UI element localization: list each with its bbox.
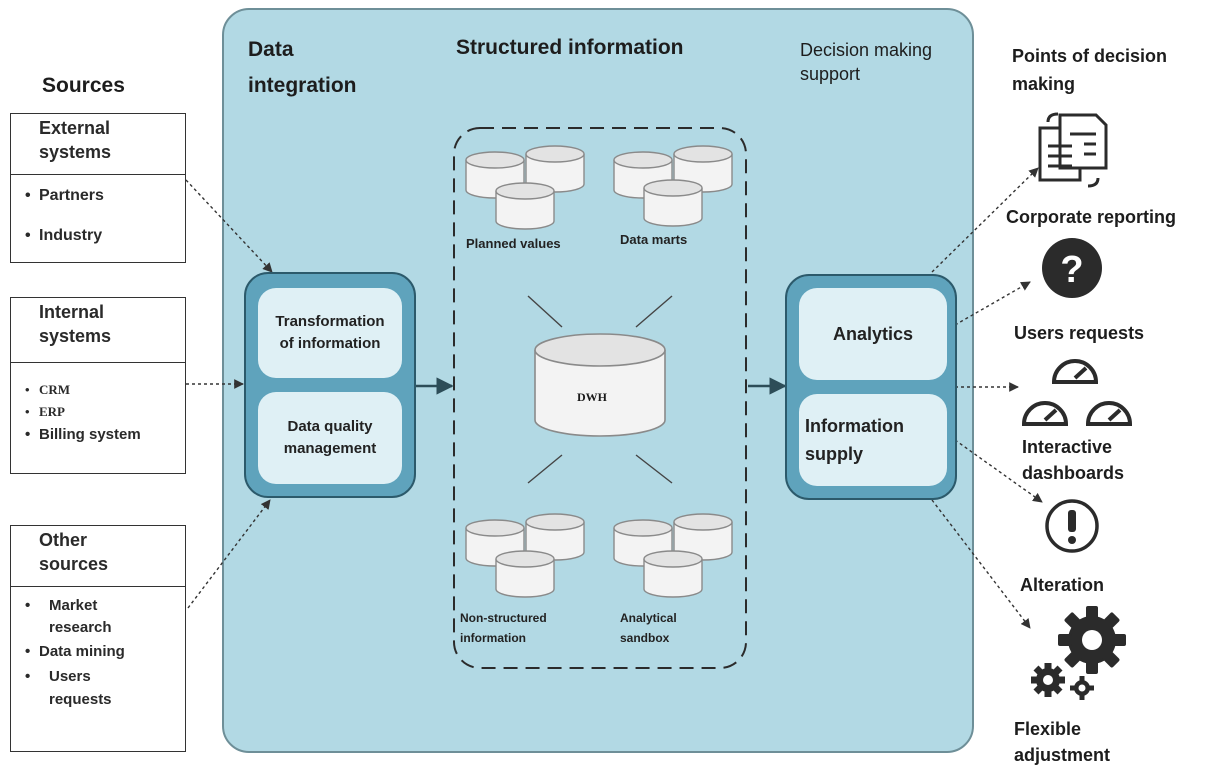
arrow-to-adjustment <box>931 499 1031 629</box>
internal-systems-box: Internal systems CRM ERP Billing system <box>10 297 186 474</box>
gauges-icon <box>1021 359 1133 426</box>
source-item-market-line2: research <box>49 619 112 636</box>
planned-values-label: Planned values <box>466 236 561 251</box>
information-supply-line2: supply <box>805 444 864 464</box>
sandbox-label: Analytical sandbox <box>620 608 677 648</box>
question-icon: ? <box>1042 238 1102 298</box>
source-item-partners: Partners <box>11 183 185 209</box>
integration-process-box: Transformation of information Data quali… <box>244 272 416 498</box>
integration-title-line1: Data <box>248 38 294 61</box>
external-title-line2: systems <box>39 142 112 162</box>
other-title-line2: sources <box>39 554 109 574</box>
documents-icon <box>1038 112 1108 188</box>
source-item-market: Market <box>11 595 185 617</box>
external-title-line1: External <box>39 118 111 138</box>
nonstructured-line1: Non-structured <box>460 611 547 625</box>
dwh-cylinder <box>534 333 666 437</box>
other-title-line1: Other <box>39 530 88 550</box>
arrow-to-requests <box>954 281 1031 326</box>
analytics-step: Analytics <box>799 288 947 380</box>
source-item-users-line2: requests <box>49 691 112 708</box>
transformation-line1: Transformation <box>275 313 385 330</box>
source-item-datamining: Data mining <box>11 639 185 665</box>
dwh-connectors <box>527 295 673 484</box>
decision-support-title: Decision making support <box>800 38 932 86</box>
structured-title: Structured information <box>456 36 684 59</box>
source-item-users: Users <box>11 665 185 689</box>
decision-support-line1: Decision making <box>800 40 933 60</box>
transformation-line2: of information <box>279 335 381 352</box>
dashboards-line2: dashboards <box>1022 463 1125 483</box>
alteration-label: Alteration <box>1020 575 1105 595</box>
outputs-title: Points of decision making <box>1012 42 1167 98</box>
flexible-label: Flexible adjustment <box>1014 716 1110 768</box>
sources-title: Sources <box>42 74 125 97</box>
outputs-title-line2: making <box>1012 74 1076 94</box>
data-quality-line2: management <box>283 440 377 457</box>
users-requests-label: Users requests <box>1014 323 1145 343</box>
dashboards-label: Interactive dashboards <box>1022 434 1124 486</box>
decision-support-line2: support <box>800 64 861 84</box>
sandbox-line1: Analytical <box>620 611 677 625</box>
information-supply-step: Information supply <box>799 394 947 486</box>
sandbox-line2: sandbox <box>620 631 670 645</box>
nonstructured-line2: information <box>460 631 526 645</box>
flexible-line2: adjustment <box>1014 745 1111 765</box>
transformation-step: Transformation of information <box>258 288 402 378</box>
data-quality-line1: Data quality <box>287 418 373 435</box>
corporate-reporting-label: Corporate reporting <box>1006 207 1177 227</box>
arrow-external-to-integration <box>185 179 273 273</box>
source-item-crm: CRM <box>11 379 185 401</box>
flexible-line1: Flexible <box>1014 719 1082 739</box>
source-item-erp: ERP <box>11 401 185 423</box>
internal-title-line1: Internal <box>39 302 105 322</box>
gears-icon <box>1031 606 1126 700</box>
arrow-other-to-integration <box>187 499 271 609</box>
dwh-label: DWH <box>577 390 607 404</box>
source-item-billing: Billing system <box>11 423 185 447</box>
external-systems-box: External systems Partners Industry <box>10 113 186 263</box>
exclamation-icon <box>1045 499 1099 553</box>
other-sources-box: Other sources Market research Data minin… <box>10 525 186 752</box>
information-supply-line1: Information <box>805 416 904 436</box>
integration-title: Data integration <box>248 36 357 100</box>
support-process-box: Analytics Information supply <box>785 274 957 500</box>
svg-text:?: ? <box>1060 249 1083 291</box>
internal-title-line2: systems <box>39 326 112 346</box>
dashboards-line1: Interactive <box>1022 437 1113 457</box>
outputs-title-line1: Points of decision <box>1012 46 1168 66</box>
integration-title-line2: integration <box>248 74 357 97</box>
analytics-label: Analytics <box>832 323 914 344</box>
structured-container <box>453 127 747 669</box>
source-item-industry: Industry <box>11 223 185 249</box>
data-quality-step: Data quality management <box>258 392 402 484</box>
data-marts-label: Data marts <box>620 232 688 247</box>
nonstructured-label: Non-structured information <box>460 608 547 648</box>
arrow-to-reporting <box>931 167 1039 273</box>
